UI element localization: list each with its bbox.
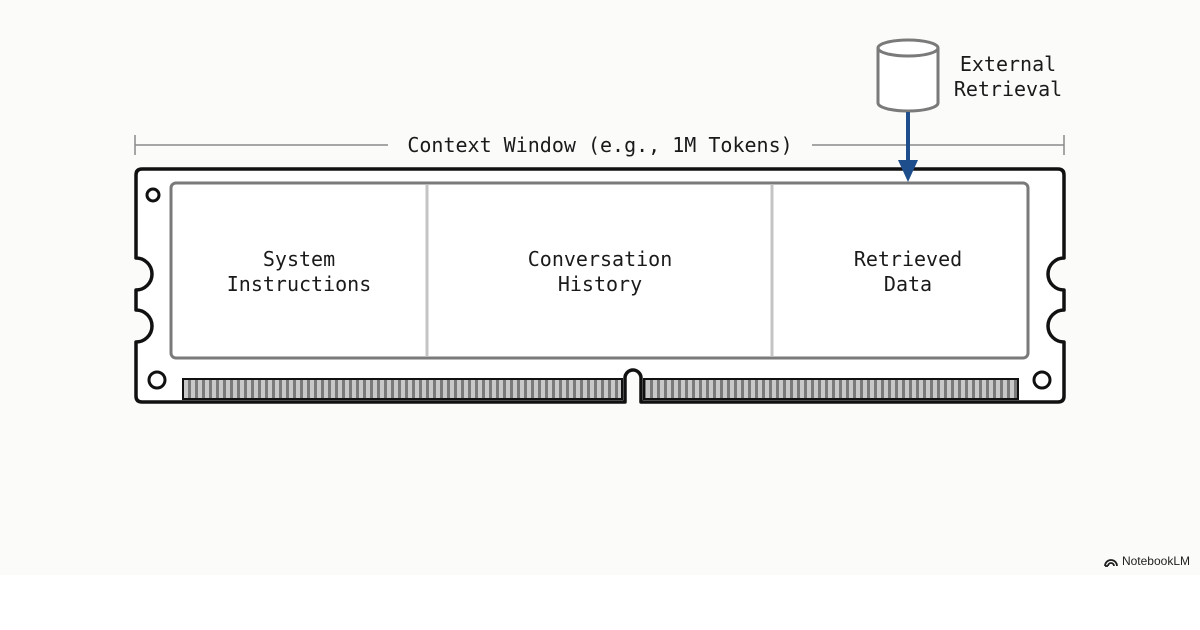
section-retrieved-data: Retrieved Data	[854, 247, 962, 296]
external-retrieval-label: Retrieval	[954, 77, 1062, 101]
section-label: Conversation	[528, 247, 673, 271]
context-window-diagram: Context Window (e.g., 1M Tokens) System …	[134, 38, 1066, 404]
mounting-hole-icon	[1032, 370, 1052, 390]
section-conversation-history: Conversation History	[528, 247, 673, 296]
section-label: System	[263, 247, 335, 271]
notebooklm-logo-icon	[1104, 559, 1118, 567]
external-retrieval-label: External	[960, 52, 1056, 76]
section-label: Instructions	[227, 272, 372, 296]
section-label: History	[558, 272, 642, 296]
diagram-canvas: Context Window (e.g., 1M Tokens) System …	[134, 38, 1066, 404]
mounting-hole-icon	[147, 370, 167, 390]
context-window-label: Context Window (e.g., 1M Tokens)	[407, 133, 792, 157]
arrow-down-icon	[898, 112, 918, 182]
section-label: Retrieved	[854, 247, 962, 271]
section-system-instructions: System Instructions	[227, 247, 372, 296]
notebooklm-watermark: NotebookLM	[1104, 553, 1190, 569]
context-sections-panel	[169, 181, 1030, 360]
mounting-hole-icon	[145, 187, 161, 203]
contact-pins	[182, 378, 1019, 400]
watermark-text: NotebookLM	[1121, 554, 1190, 568]
section-label: Data	[884, 272, 932, 296]
context-window-span: Context Window (e.g., 1M Tokens)	[134, 133, 1065, 157]
database-cylinder-icon	[876, 38, 940, 113]
